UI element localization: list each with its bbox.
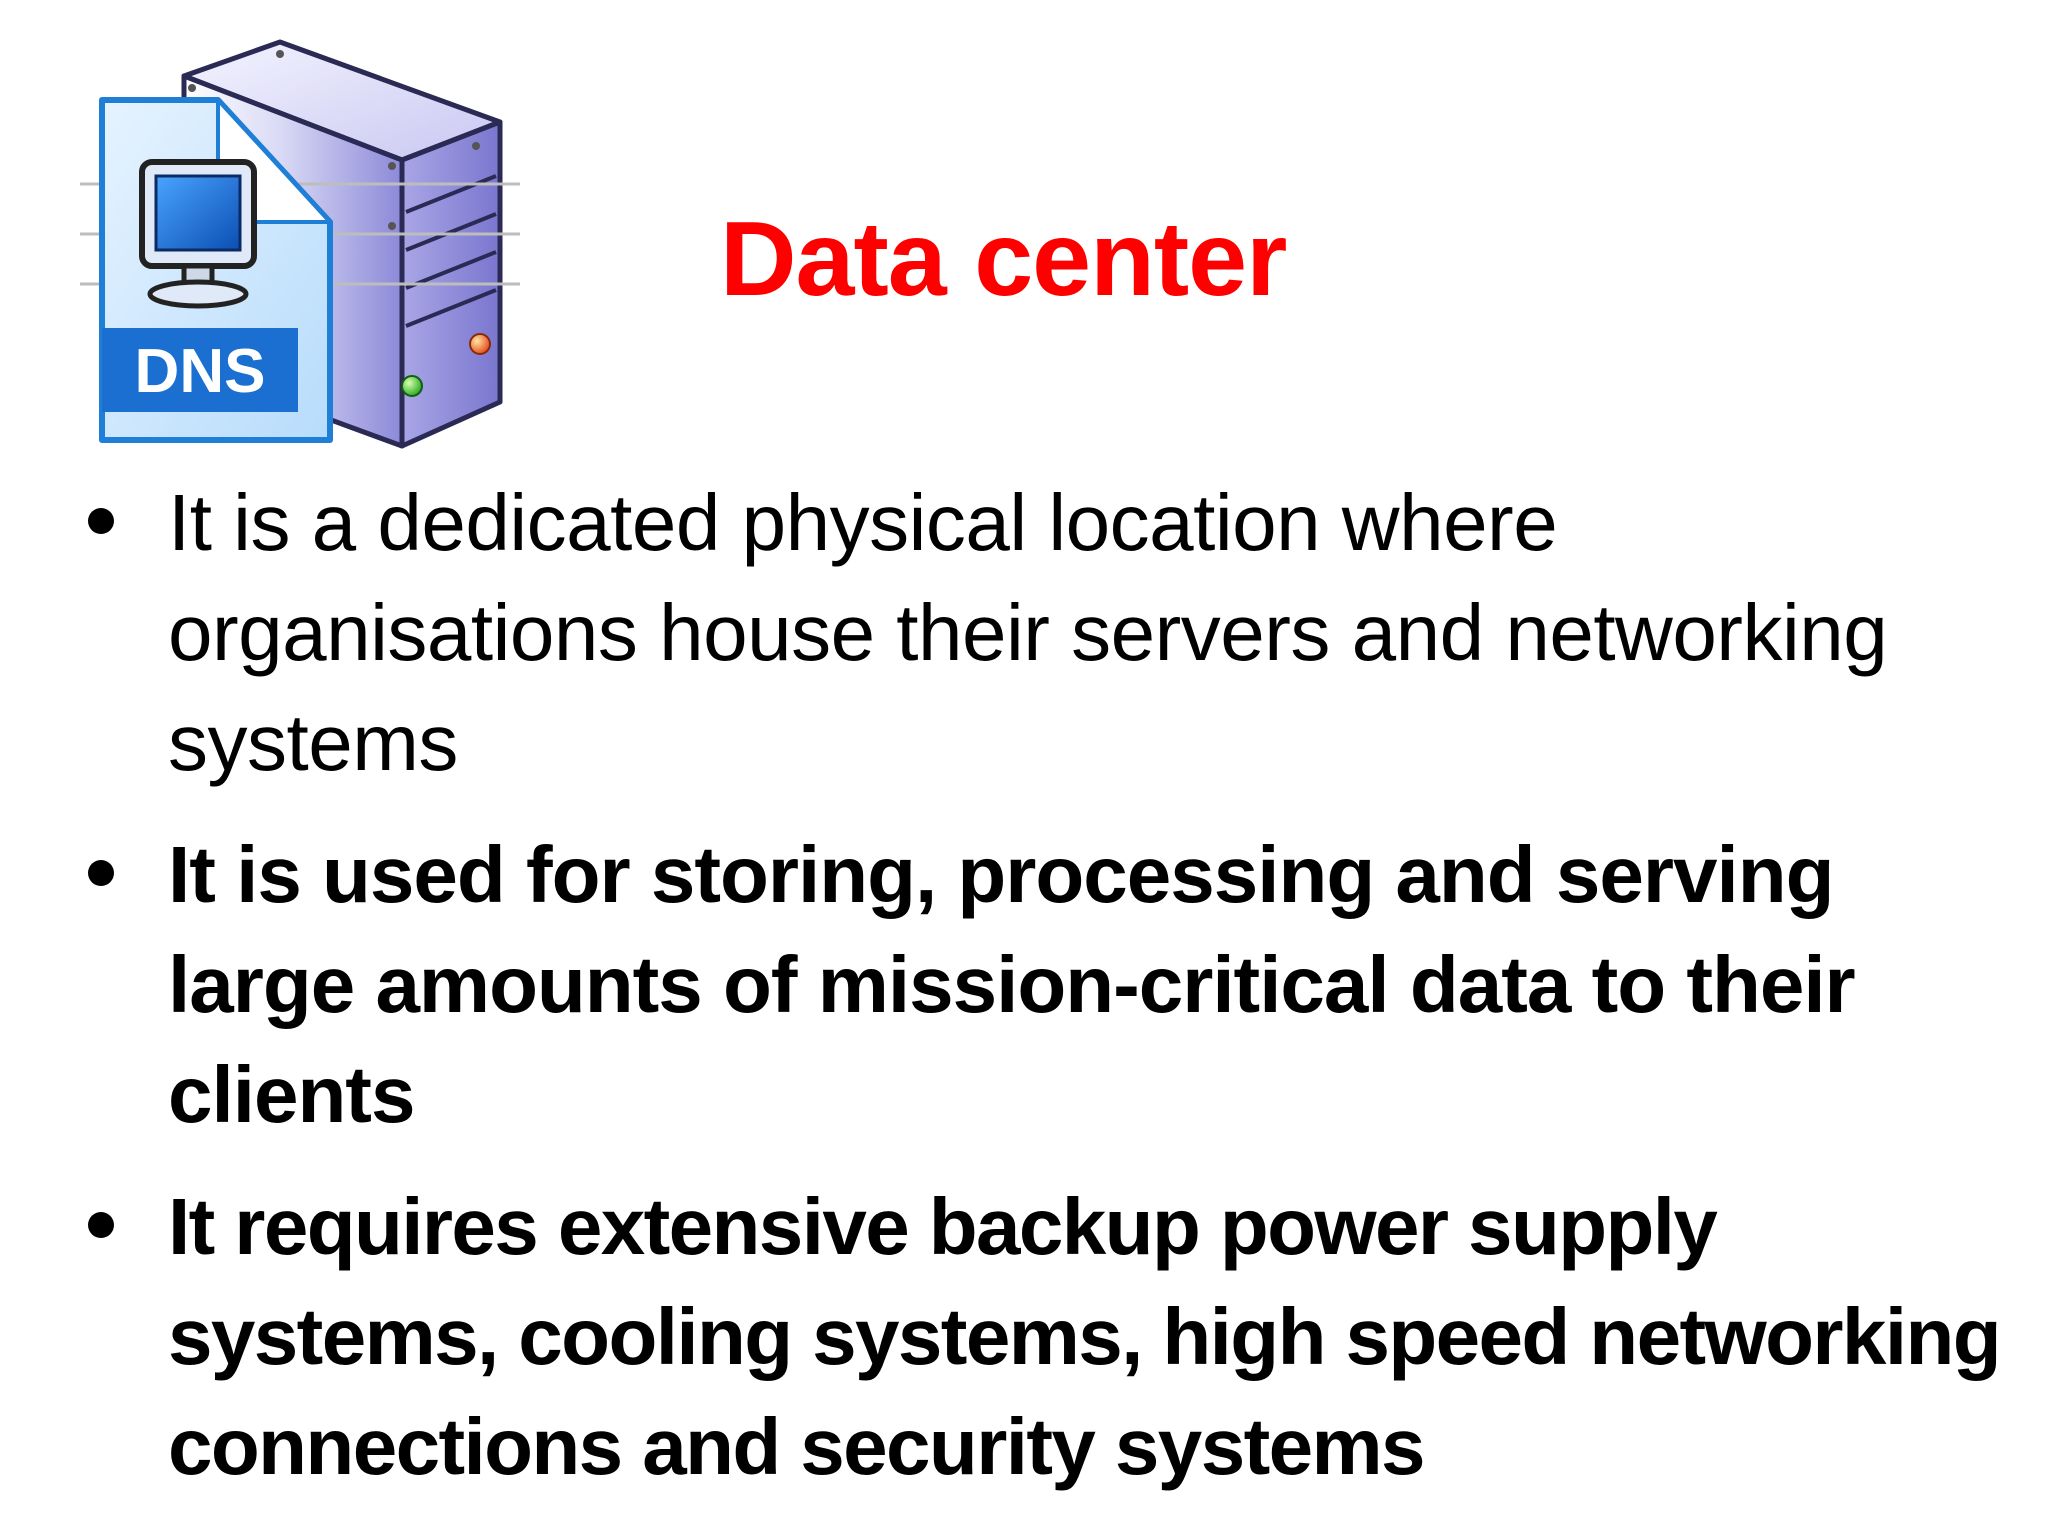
bullet-dot — [88, 508, 114, 534]
bullet-list: It is a dedicated physical location wher… — [0, 468, 2048, 1502]
bullet-dot — [88, 1212, 114, 1238]
bullet-item: It requires extensive backup power suppl… — [0, 1172, 2048, 1502]
dns-server-icon: DNS — [80, 39, 520, 449]
slide-title: Data center — [720, 200, 1287, 318]
bullet-text: It is a dedicated physical location wher… — [168, 478, 1888, 787]
bullet-text: It is used for storing, processing and s… — [168, 830, 1856, 1139]
bullet-item: It is used for storing, processing and s… — [0, 820, 2048, 1150]
dns-logo-label: DNS — [135, 337, 266, 406]
bullet-text: It requires extensive backup power suppl… — [168, 1182, 2002, 1491]
bullet-dot — [88, 860, 114, 886]
bullet-item: It is a dedicated physical location wher… — [0, 468, 2048, 798]
